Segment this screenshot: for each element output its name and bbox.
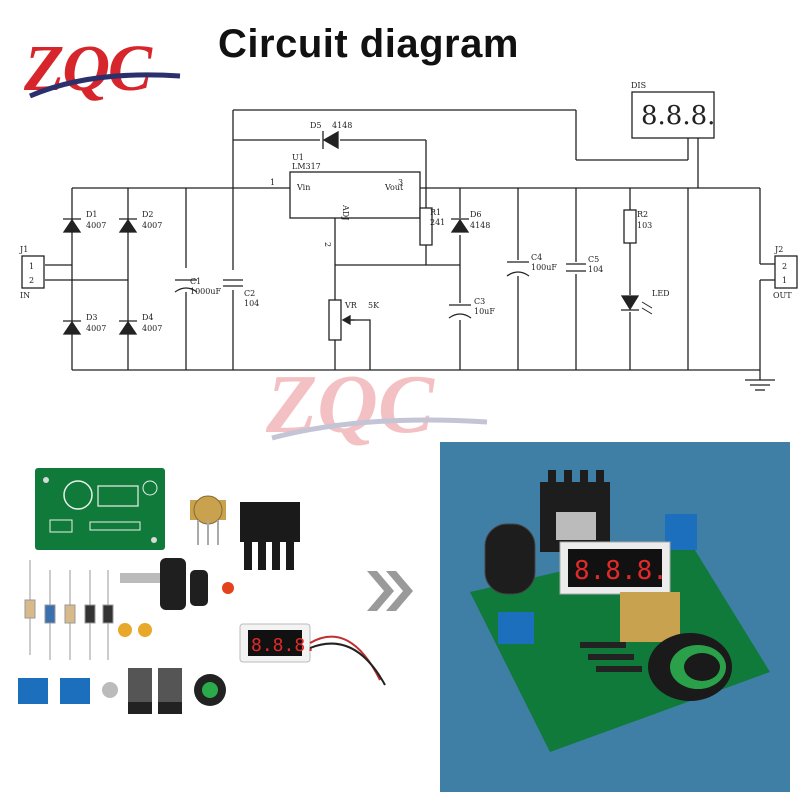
label-r1-val: 241 — [430, 218, 445, 227]
label-pin1: 1 — [270, 178, 275, 187]
assembled-display-digits: 8.8.8. — [574, 556, 668, 586]
label-j1: J1 — [19, 245, 28, 254]
label-c3-val: 10uF — [474, 307, 495, 316]
label-d2: D2 — [142, 210, 154, 219]
label-c3: C3 — [474, 297, 485, 306]
label-d5-val: 4148 — [332, 121, 352, 130]
bare-pcb — [35, 468, 165, 550]
kit-parts-photo: 8.8.8. — [18, 468, 386, 714]
terminal-block — [60, 678, 90, 704]
label-d5: D5 — [310, 121, 322, 130]
label-c4-val: 100uF — [531, 263, 557, 272]
logo-text: ZQC — [23, 32, 153, 105]
assembled-module-photo: 8.8.8. — [440, 442, 790, 792]
label-vout: Vout — [384, 183, 404, 192]
label-pin3: 3 — [398, 178, 403, 187]
ceramic-cap — [118, 623, 132, 637]
label-c2-val: 104 — [244, 299, 259, 308]
label-j1-p2: 2 — [29, 276, 34, 285]
label-pin2: 2 — [323, 242, 332, 247]
label-d4: D4 — [142, 313, 154, 322]
label-c5: C5 — [588, 255, 599, 264]
nut — [102, 682, 118, 698]
knob-cap — [202, 682, 218, 698]
assembled-heatsink — [540, 470, 610, 552]
label-j2-p2: 2 — [782, 262, 787, 271]
label-lm317: LM317 — [292, 162, 321, 171]
label-d1-val: 4007 — [86, 221, 106, 230]
terminal-block — [18, 678, 48, 704]
label-d3-val: 4007 — [86, 324, 106, 333]
label-c1-val: 1000uF — [190, 287, 222, 296]
zqc-logo: ZQC — [23, 32, 181, 105]
label-r2-val: 103 — [637, 221, 652, 230]
label-d6: D6 — [470, 210, 482, 219]
label-j1-name: IN — [20, 291, 30, 300]
capacitor-small — [190, 570, 208, 606]
heatsink — [240, 502, 300, 570]
label-led: LED — [652, 289, 670, 298]
label-vin: Vin — [296, 183, 310, 192]
assembled-terminal-block — [498, 612, 534, 644]
label-j1-p1: 1 — [29, 262, 34, 271]
label-u1: U1 — [292, 153, 304, 162]
potentiometer — [190, 495, 226, 545]
label-j2-name: OUT — [773, 291, 792, 300]
page-title: Circuit diagram — [218, 22, 519, 66]
label-c5-val: 104 — [588, 265, 603, 274]
label-d2-val: 4007 — [142, 221, 162, 230]
label-d3: D3 — [86, 313, 98, 322]
led-part — [222, 582, 234, 594]
circuit-schematic: U1 LM317 Vin Vout ADJ 1 3 2 D5 4148 D1 4… — [19, 81, 798, 391]
assembled-capacitor — [484, 523, 536, 595]
screws — [120, 573, 160, 583]
label-d6-val: 4148 — [470, 221, 490, 230]
dis-digits: 8.8.8. — [641, 101, 715, 131]
label-c4: C4 — [531, 253, 542, 262]
label-j2: J2 — [774, 245, 783, 254]
capacitor-large — [160, 558, 186, 610]
label-c1: C1 — [190, 277, 201, 286]
double-chevron-right-icon — [367, 571, 413, 611]
label-dis: DIS — [631, 81, 646, 90]
assembled-display: 8.8.8. — [559, 541, 671, 595]
label-j2-p1: 1 — [782, 276, 787, 285]
label-d4-val: 4007 — [142, 324, 162, 333]
label-r1: R1 — [430, 208, 441, 217]
watermark-swoosh-icon — [271, 417, 488, 441]
voltage-regulators — [128, 668, 182, 714]
label-vr: VR — [344, 301, 358, 310]
voltmeter-module: 8.8.8. — [239, 623, 386, 686]
logo-swoosh-icon — [29, 72, 181, 99]
label-adj: ADJ — [341, 204, 350, 220]
assembled-knob — [648, 633, 732, 701]
label-r2: R2 — [637, 210, 648, 219]
ceramic-cap — [138, 623, 152, 637]
watermark-text: ZQC — [265, 358, 435, 451]
assembled-potentiometer — [620, 592, 680, 642]
label-c2: C2 — [244, 289, 255, 298]
label-d1: D1 — [86, 210, 98, 219]
voltmeter-digits: 8.8.8. — [251, 635, 316, 656]
watermark-logo: ZQC — [265, 358, 488, 451]
label-vr-val: 5K — [368, 301, 380, 310]
resistors-and-diodes — [24, 560, 114, 660]
